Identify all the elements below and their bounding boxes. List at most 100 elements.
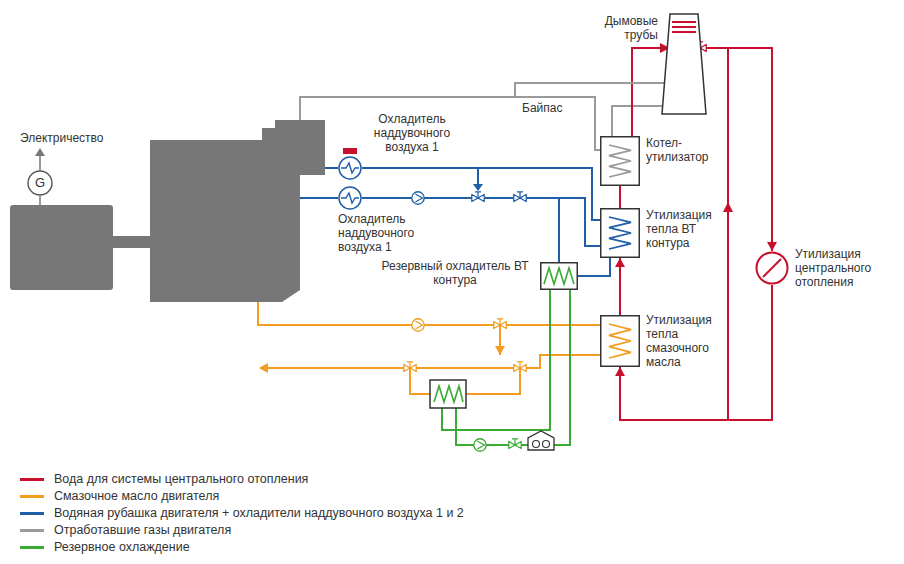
node-label: Охладитель наддувочного воздуха 1 [338, 212, 442, 254]
pump-symbol [412, 192, 424, 204]
box-outline [601, 316, 640, 367]
heat-exchanger: Утилизация тепла смазочного масла [600, 315, 640, 367]
jacket-water-pipe [300, 168, 559, 262]
node-label: Утилизация центрального отопления [795, 247, 891, 289]
cooler-fins [434, 386, 463, 402]
pipe-part [258, 302, 600, 325]
valve-symbol [509, 439, 521, 449]
chimney-stripe [672, 26, 696, 28]
circle-slash [763, 259, 781, 277]
pipe-part [35, 148, 45, 156]
cooler-outline [339, 157, 361, 179]
radiator-symbol [528, 431, 554, 450]
heat-exchanger: Утилизация тепла ВТ контура [600, 208, 640, 258]
pipe-part [466, 368, 520, 394]
valve-symbol [494, 319, 506, 329]
pipe-part [456, 290, 570, 445]
chimney-stripe [672, 21, 696, 23]
valve-symbol [514, 362, 526, 372]
pipe-part [10, 205, 113, 290]
cooler-mark [343, 148, 357, 154]
charge-air-cooler-shape [338, 186, 362, 210]
valve-symbol [404, 362, 416, 372]
arrow-head [615, 258, 625, 267]
pump-symbol [474, 439, 486, 451]
generator-symbol: G [27, 170, 53, 196]
node-label: Дымовые трубы [596, 14, 658, 42]
cooler-coil [341, 193, 359, 203]
legend-text: Резервное охлаждение [54, 540, 190, 555]
charge-air-cooler: Охладитель наддувочного воздуха 1 [338, 186, 362, 210]
charge-air-cooler: Охладитель наддувочного воздуха 1 [338, 156, 362, 180]
pipe-connector [620, 186, 621, 208]
legend-text: Отработавшие газы двигателя [54, 523, 231, 538]
arrow-head [767, 242, 777, 251]
valve-symbol [472, 192, 484, 202]
engine-illustration [10, 120, 325, 302]
pipe-line [619, 186, 621, 208]
pipe-connector [578, 258, 610, 276]
pipe-connector [632, 48, 777, 251]
cooler-coil [341, 163, 359, 173]
pipe-part [410, 368, 430, 394]
legend-swatch [20, 546, 44, 549]
box-outline [541, 263, 578, 290]
chimney: Дымовые трубы [662, 14, 706, 114]
pipe-part [300, 197, 338, 199]
exhaust-boiler: Котел-утилизатор [600, 136, 640, 186]
pipe-part [39, 154, 41, 170]
box-outline [601, 209, 640, 258]
backup-cooler-shape [540, 262, 578, 290]
pipe-part [727, 48, 729, 420]
legend-text: Вода для системы центрального отопления [54, 472, 308, 487]
heating-water-pipe [727, 48, 729, 420]
circle-outline [757, 253, 788, 284]
pipe-line [620, 285, 772, 420]
node-label: Утилизация тепла ВТ контура [646, 208, 724, 250]
heat-consumer-shape [755, 251, 789, 285]
node-label: Охладитель наддувочного воздуха 1 [360, 112, 464, 154]
legend-swatch [20, 478, 44, 481]
arrow-head [615, 367, 625, 376]
pipe-part [528, 431, 554, 450]
backup-cooler: Резервный охладитель ВТ контура [540, 262, 578, 290]
heat-exchanger-shape [600, 208, 640, 258]
chimney-stripe [672, 31, 696, 33]
pipe-part [300, 97, 600, 150]
flow-arrow [473, 184, 483, 191]
chimney-shape [662, 14, 706, 114]
pipe-part [325, 167, 338, 169]
legend-text: Смазочное масло двигателя [54, 489, 219, 504]
annotation-label: Электричество [20, 131, 104, 145]
flow-arrow [495, 346, 505, 355]
cooler-outline [339, 187, 361, 209]
pipe-part [113, 236, 153, 248]
pipe-part [150, 120, 325, 302]
coil-line [609, 324, 631, 358]
backup-cooling-pipe [442, 290, 570, 445]
legend-text: Водяная рубашка двигателя + охладители н… [54, 506, 464, 521]
flow-arrow [259, 363, 268, 373]
pipe-line [612, 106, 663, 136]
cooler-fins [544, 268, 574, 284]
coil-line [609, 217, 631, 249]
box-outline [601, 137, 640, 186]
heat-exchanger-shape [600, 315, 640, 367]
node-label: Резервный охладитель ВТ контура [378, 258, 532, 288]
pipe-part [533, 441, 540, 448]
pipe-connector [615, 258, 625, 315]
pump-symbol [412, 319, 424, 331]
lube-oil-pipe [258, 302, 600, 394]
exhaust-boiler-shape [600, 136, 640, 186]
heat-consumer: Утилизация центрального отопления [755, 251, 789, 285]
legend-swatch [20, 512, 44, 515]
circle-outline [28, 171, 52, 195]
pipe-line [578, 258, 610, 276]
valve-symbol [514, 192, 526, 202]
pipe-part [39, 196, 41, 205]
node-label: Утилизация тепла смазочного масла [646, 313, 722, 369]
chimney-outline [662, 14, 706, 114]
symbol-letter: G [27, 170, 53, 196]
